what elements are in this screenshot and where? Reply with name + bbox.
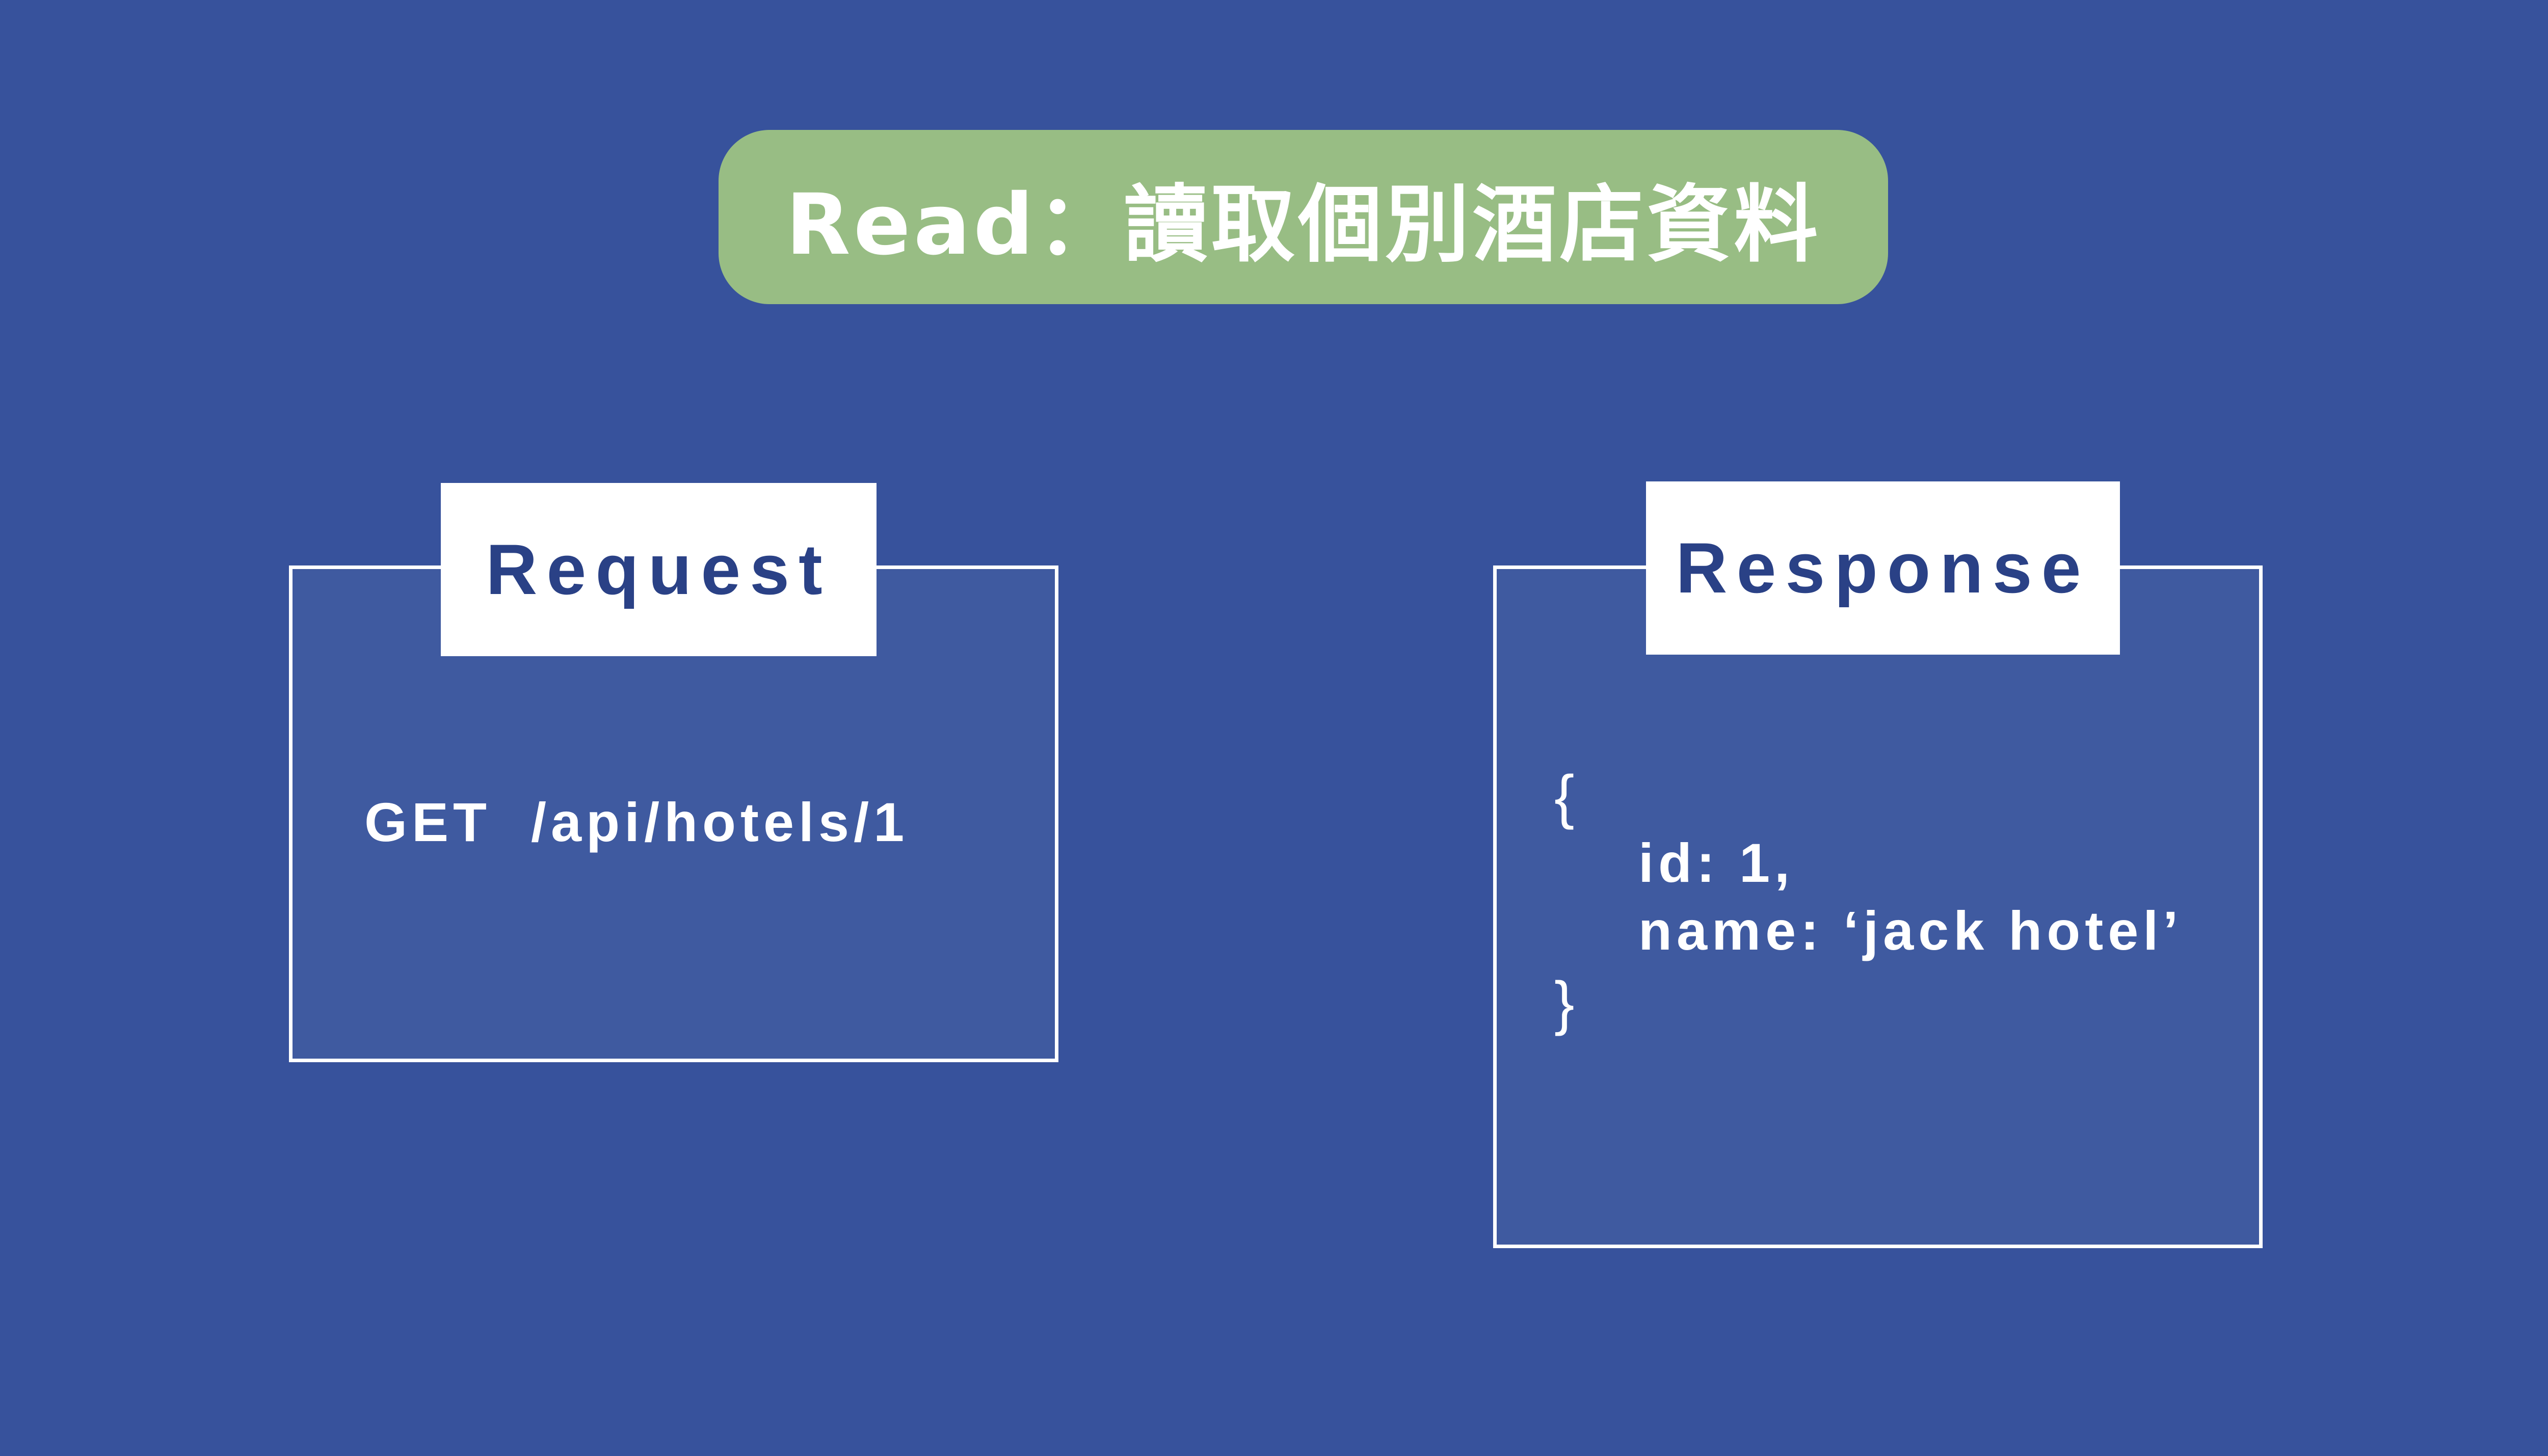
response-open-brace: { [1554, 763, 1579, 830]
page-title: Read：讀取個別酒店資料 [785, 175, 1821, 274]
response-close-brace: } [1554, 969, 1579, 1037]
response-label: Response [1676, 528, 2090, 608]
response-tab: Response [1646, 481, 2120, 655]
response-name-line: name: ‘jack hotel’ [1638, 900, 2183, 961]
response-panel [1493, 565, 2263, 1248]
request-label: Request [486, 529, 832, 609]
response-id-line: id: 1, [1638, 832, 1795, 894]
request-line: GET /api/hotels/1 [364, 791, 909, 853]
request-tab: Request [441, 483, 877, 656]
title-banner: Read：讀取個別酒店資料 [719, 130, 1888, 304]
